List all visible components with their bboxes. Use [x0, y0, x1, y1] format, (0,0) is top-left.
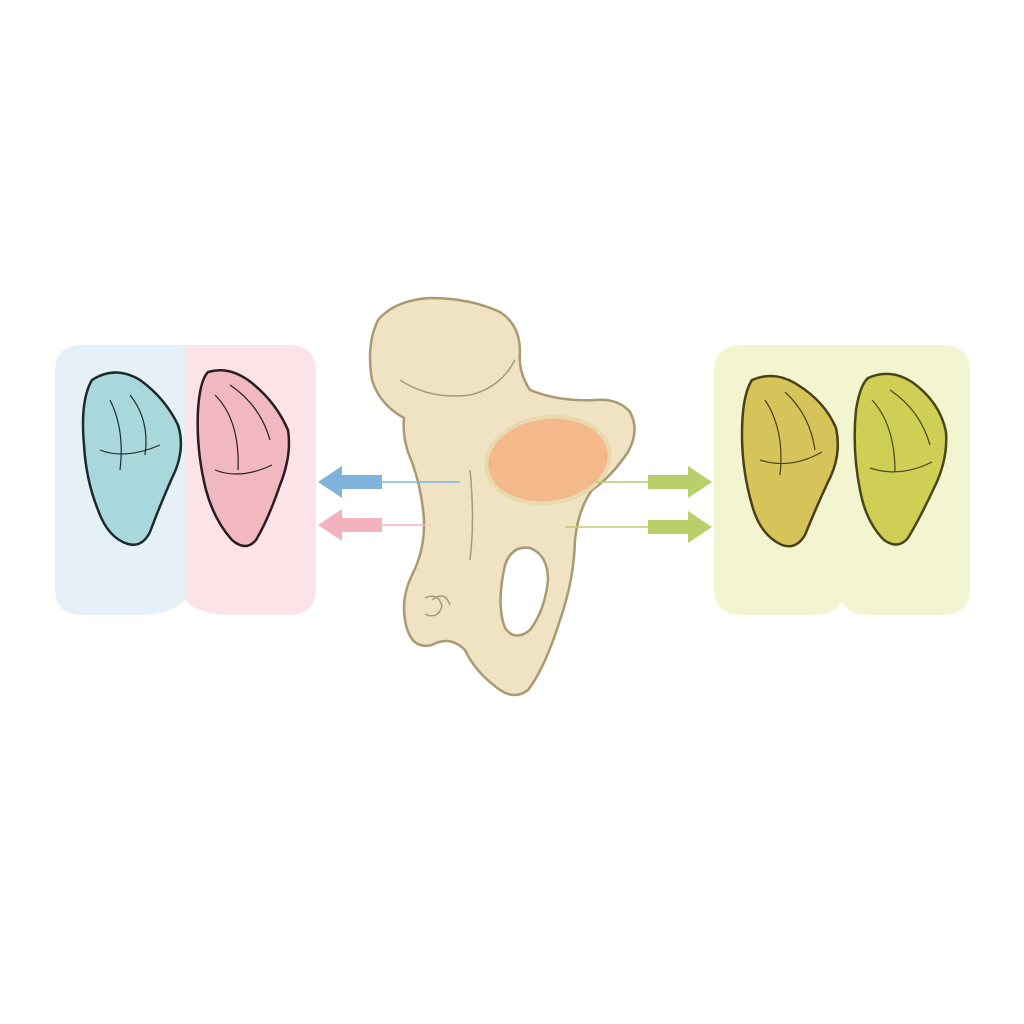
bone-foramen-hole	[499, 546, 550, 637]
highlighted-articular-facet	[484, 414, 612, 506]
bone-lower-knob	[424, 595, 443, 617]
blue-arrow-left	[318, 466, 382, 498]
pink-arrow-left	[318, 509, 382, 541]
center-bone	[368, 296, 636, 697]
ochre-fragment-texture	[759, 391, 823, 476]
bone-body	[368, 296, 636, 697]
pink-bone-fragment	[196, 369, 291, 548]
blue-bone-fragment	[81, 371, 183, 546]
ochre-bone-fragment	[740, 374, 839, 548]
green-arrow-right-top	[648, 466, 712, 498]
pink-fragment-texture	[214, 384, 273, 475]
olive-bone-fragment	[853, 372, 948, 546]
bone-ridge-line	[399, 359, 516, 606]
arrows	[318, 466, 712, 543]
right-panel	[714, 345, 970, 615]
green-arrow-right-bottom	[648, 511, 712, 543]
left-panel	[55, 345, 316, 615]
olive-fragment-texture	[869, 389, 933, 473]
blue-fragment-texture	[99, 394, 161, 471]
